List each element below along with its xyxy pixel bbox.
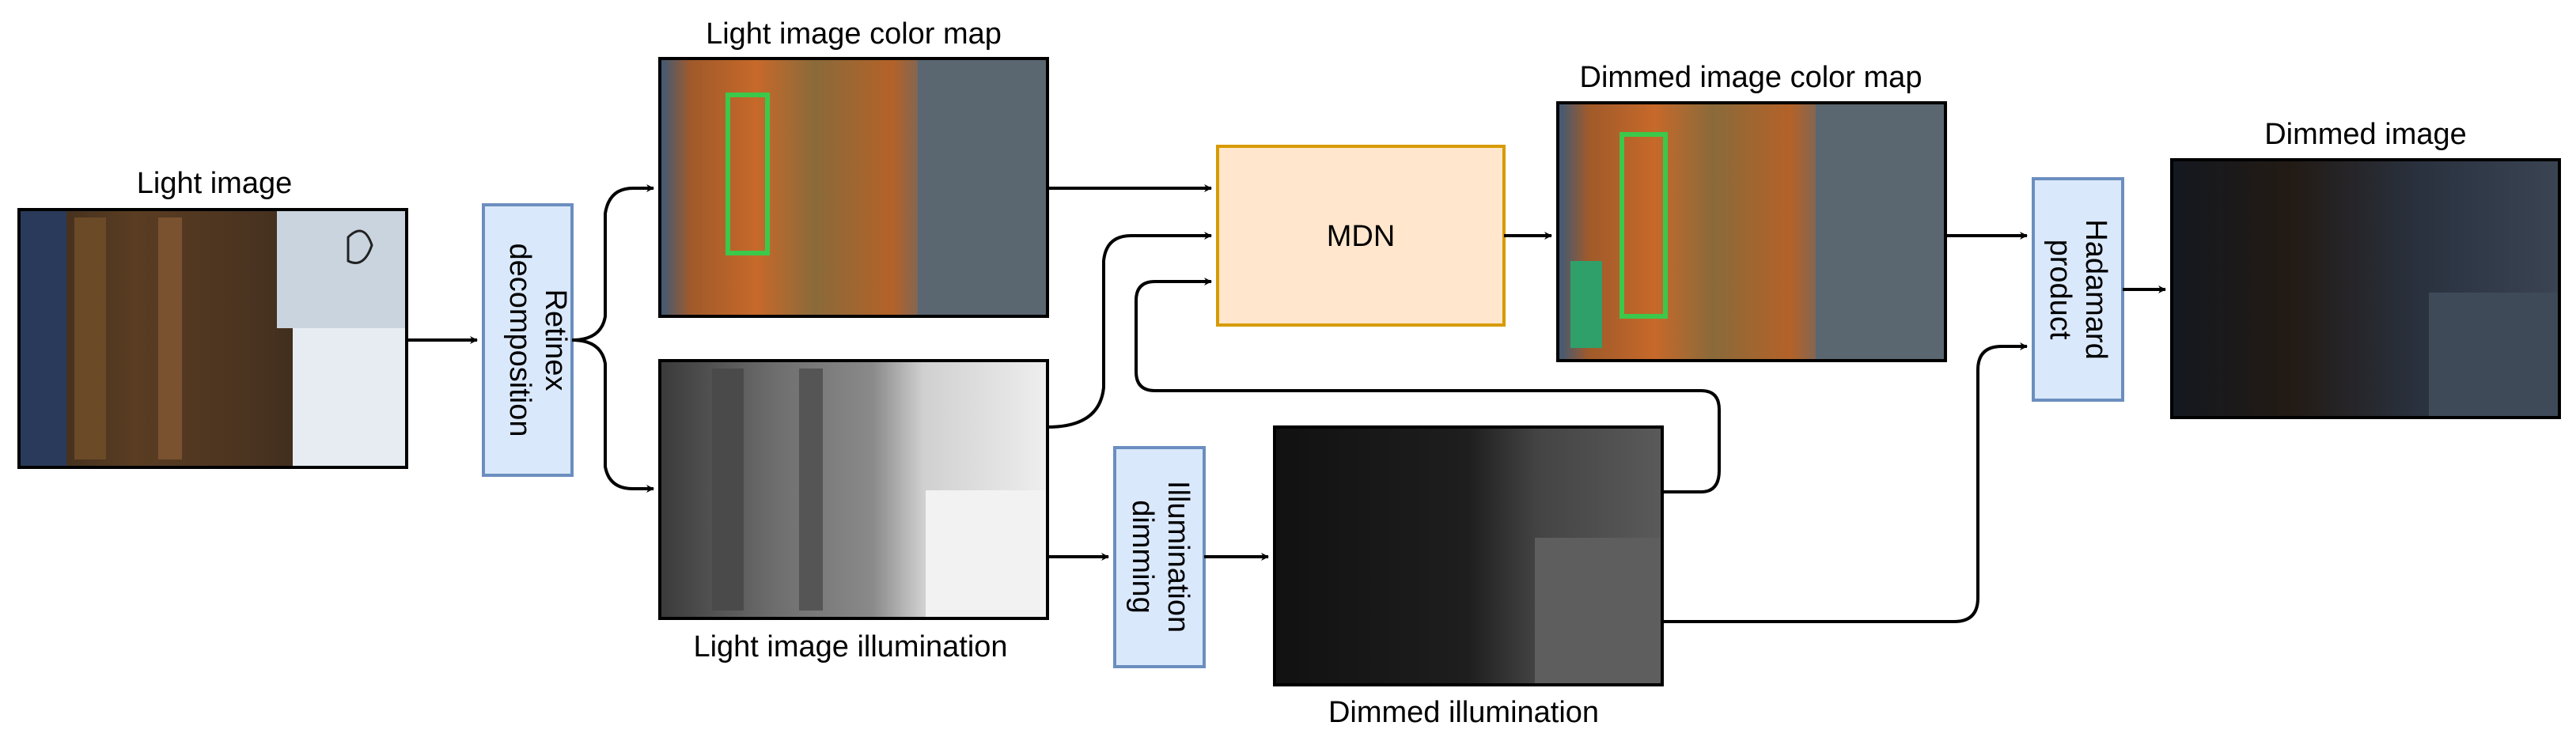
dimmed-color-map-picture bbox=[1558, 103, 1945, 361]
connectors bbox=[407, 184, 2166, 623]
dimmed-image-label: Dimmed image bbox=[2264, 118, 2467, 151]
dimmed-image-picture bbox=[2172, 160, 2559, 418]
mdn-block: MDN bbox=[1216, 145, 1506, 327]
hadamard-line-2: product bbox=[2044, 240, 2077, 340]
retinex-decomposition-block: Retinex decomposition bbox=[482, 203, 574, 477]
dimmed-illumination-label: Dimmed illumination bbox=[1328, 696, 1599, 729]
edge-dimmed-illumination-to-mdn bbox=[1135, 278, 1721, 493]
light-illumination-picture bbox=[660, 361, 1047, 618]
light-color-map-label: Light image color map bbox=[706, 17, 1002, 51]
dimming-line-2: dimming bbox=[1126, 500, 1159, 614]
light-color-map-picture bbox=[660, 59, 1047, 316]
dimmed-color-map-label: Dimmed image color map bbox=[1580, 61, 1923, 94]
hadamard-line-1: Hadamard bbox=[2079, 219, 2112, 359]
illumination-dimming-block: Illumination dimming bbox=[1113, 446, 1206, 668]
edge-dimmed-illumination-to-hadamard bbox=[1662, 342, 2028, 623]
hadamard-product-block: Hadamard product bbox=[2032, 177, 2124, 402]
light-illumination-label: Light image illumination bbox=[693, 630, 1007, 663]
edge-illumination-to-mdn bbox=[1047, 232, 1212, 429]
dimmed-illumination-picture bbox=[1275, 427, 1662, 685]
dimming-line-1: Illumination bbox=[1161, 481, 1195, 633]
retinex-line-1: Retinex bbox=[539, 289, 572, 391]
light-image-picture bbox=[19, 210, 407, 467]
light-image-label: Light image bbox=[137, 167, 292, 200]
edge-retinex-to-colormap bbox=[571, 184, 654, 342]
retinex-line-2: decomposition bbox=[503, 243, 536, 437]
edge-retinex-to-illumination bbox=[571, 338, 654, 493]
mdn-label: MDN bbox=[1327, 220, 1396, 253]
